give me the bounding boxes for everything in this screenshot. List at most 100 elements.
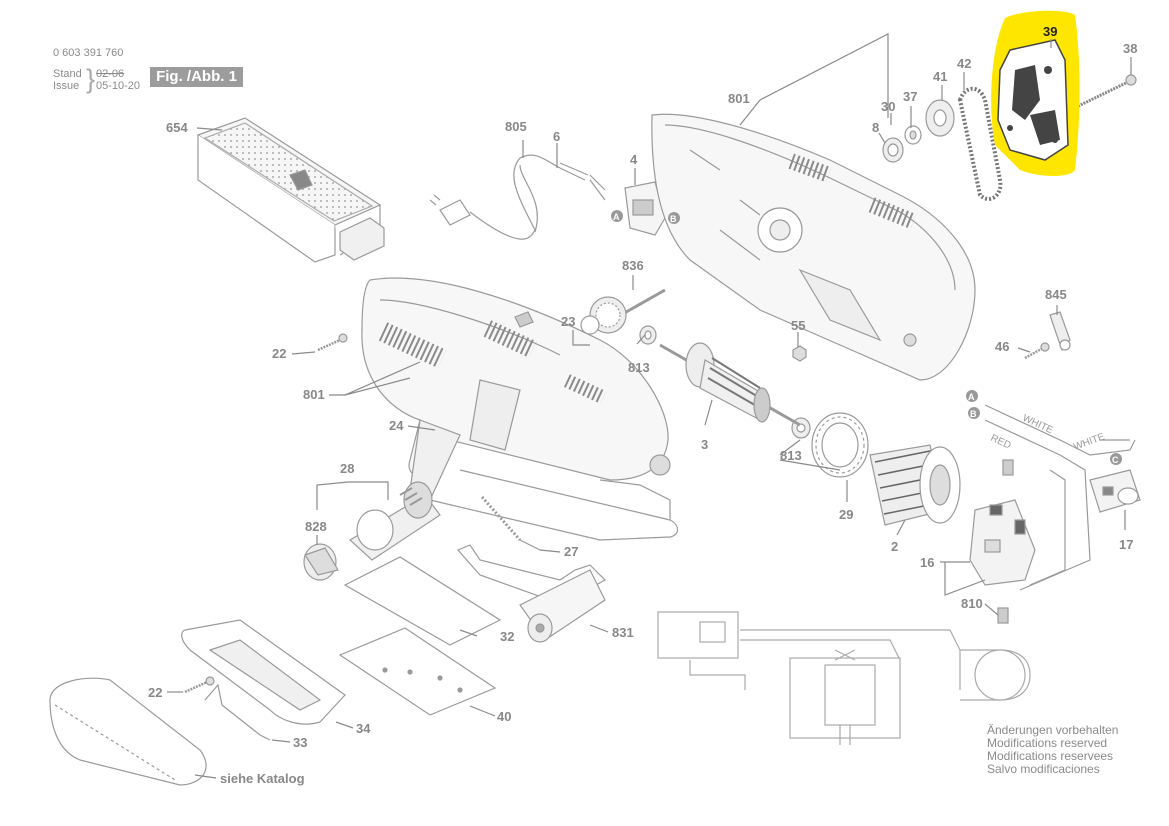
label-40: 40 [497,709,511,724]
connector-B-switch: B [670,214,677,224]
wire-white-1: WHITE [1021,413,1055,437]
note-en: Modifications reserved [987,736,1108,750]
label-30: 30 [881,99,895,114]
part-33-clip [204,683,271,741]
part-46-screw [1024,342,1050,360]
label-813-a: 813 [628,360,650,375]
part-24-handle [409,419,679,541]
wire-color-labels: WHITE WHITE RED [989,413,1107,453]
part-37-washer [904,125,922,145]
part-28-motor-assembly [348,481,441,561]
connector-markers: A B A B C [611,210,1122,465]
part-828-cap [303,543,339,581]
figure-label: Fig. /Abb. 1 [150,67,243,87]
stand-label: Stand [53,68,82,80]
part-8-bearing [882,137,904,163]
label-813-b: 813 [780,448,802,463]
note-fr: Modifications reservees [987,749,1114,763]
label-29: 29 [839,507,853,522]
label-828: 828 [305,519,327,534]
label-55: 55 [791,318,805,333]
label-6: 6 [553,129,560,144]
label-845: 845 [1045,287,1067,302]
part-55-nut [792,345,807,362]
part-845-bracket [1049,311,1071,352]
label-24: 24 [389,418,404,433]
part-22-screw-top [317,333,348,352]
part-29-fan [811,412,869,478]
label-23: 23 [561,314,575,329]
label-801-upper: 801 [728,91,750,106]
part-22-screw-bottom [184,676,215,694]
label-33: 33 [293,735,307,750]
label-27: 27 [564,544,578,559]
part-23-nut-block [514,311,534,328]
label-42: 42 [957,56,971,71]
part-34-platen [181,619,346,725]
part-831-roller [519,569,606,643]
part-41-pulley [925,99,955,137]
part-39-belt-cover [991,10,1080,176]
part-40-base-plate [338,627,497,716]
label-801-lower: 801 [303,387,325,402]
part-3-armature [659,342,801,427]
label-41: 41 [933,69,947,84]
label-siehe-katalog: siehe Katalog [220,771,305,786]
part-number: 0 603 391 760 [53,47,124,59]
issue-label: Issue [53,80,80,92]
label-39: 39 [1043,24,1057,39]
label-805: 805 [505,119,527,134]
wire-red: RED [989,433,1013,452]
part-16-electronics [969,499,1036,586]
label-4: 4 [630,152,638,167]
connector-A-wire: A [968,392,975,402]
label-810: 810 [961,596,983,611]
label-46: 46 [995,339,1009,354]
part-810-brush-a [1002,459,1014,476]
label-654: 654 [166,120,188,135]
label-38: 38 [1123,41,1137,56]
label-3: 3 [701,437,708,452]
part-4-switch [624,181,666,236]
part-labels: 654 805 6 4 801 30 37 41 42 38 39 8 836 … [148,24,1137,786]
connector-B-wire: B [970,409,977,419]
issue-value: 05-10-20 [96,80,141,92]
part-42-drive-belt [957,86,1003,201]
label-2: 2 [891,539,898,554]
connector-C-wire: C [1112,455,1119,465]
part-805-cable [429,154,606,240]
wire-white-2: WHITE [1072,431,1106,452]
part-32-plate [343,556,502,646]
label-32: 32 [500,629,514,644]
label-836: 836 [622,258,644,273]
label-37: 37 [903,89,917,104]
label-22-bottom: 22 [148,685,162,700]
part-27-spring [480,496,541,551]
stand-value: 02-06 [96,68,125,80]
part-813-bearing-a [639,325,657,345]
label-16: 16 [920,555,934,570]
label-28: 28 [340,461,354,476]
part-2-stator [869,444,961,526]
part-654-dust-box [196,117,385,263]
leader-lines [167,33,1132,779]
note-de: Änderungen vorbehalten [987,723,1119,737]
wiring-schematic [657,611,1031,745]
part-801-housing-upper [651,113,976,381]
connector-A-switch: A [613,212,620,222]
part-38-screw [1069,74,1137,112]
label-22-top: 22 [272,346,286,361]
part-836-shaft [580,288,666,335]
note-es: Salvo modificaciones [987,762,1100,776]
part-17-capacitor [1089,469,1141,513]
label-34: 34 [356,721,371,736]
wiring-harness [984,404,1136,591]
modification-notes: Änderungen vorbehalten Modifications res… [987,724,1118,776]
bracket-glyph: } [86,64,96,94]
label-17: 17 [1119,537,1133,552]
label-8: 8 [872,120,879,135]
sanding-belt [49,677,207,786]
part-810-brush-b [997,607,1009,624]
